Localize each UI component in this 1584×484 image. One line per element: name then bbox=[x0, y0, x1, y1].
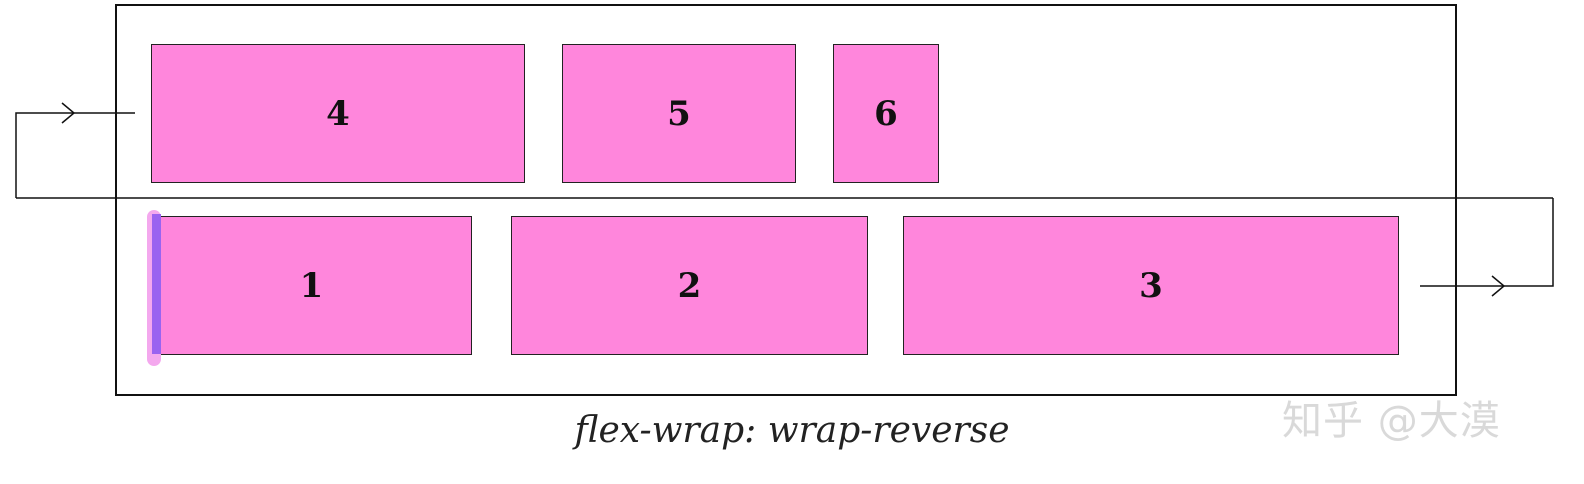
watermark: 知乎 @大漠 bbox=[1282, 398, 1501, 444]
cross-start-marker-core bbox=[152, 214, 161, 354]
flex-container bbox=[115, 4, 1457, 396]
wrap-arrow-left bbox=[15, 112, 135, 198]
arrowhead-right-icon bbox=[1491, 275, 1506, 297]
flex-item-2: 2 bbox=[511, 216, 868, 355]
flex-item-3-label: 3 bbox=[1139, 265, 1163, 306]
flex-item-4-label: 4 bbox=[326, 93, 350, 134]
diagram-caption: flex-wrap: wrap-reverse bbox=[574, 410, 1010, 451]
flex-item-6-label: 6 bbox=[874, 93, 898, 134]
flex-item-3: 3 bbox=[903, 216, 1399, 355]
arrowhead-left-icon bbox=[61, 102, 76, 124]
flex-item-4: 4 bbox=[151, 44, 525, 183]
flex-item-2-label: 2 bbox=[677, 265, 702, 306]
flex-item-1-label: 1 bbox=[299, 265, 324, 306]
wrap-arrow-right bbox=[1420, 198, 1554, 287]
flex-item-1: 1 bbox=[151, 216, 472, 355]
flex-item-5-label: 5 bbox=[667, 93, 691, 134]
flex-item-5: 5 bbox=[562, 44, 796, 183]
flex-item-6: 6 bbox=[833, 44, 939, 183]
